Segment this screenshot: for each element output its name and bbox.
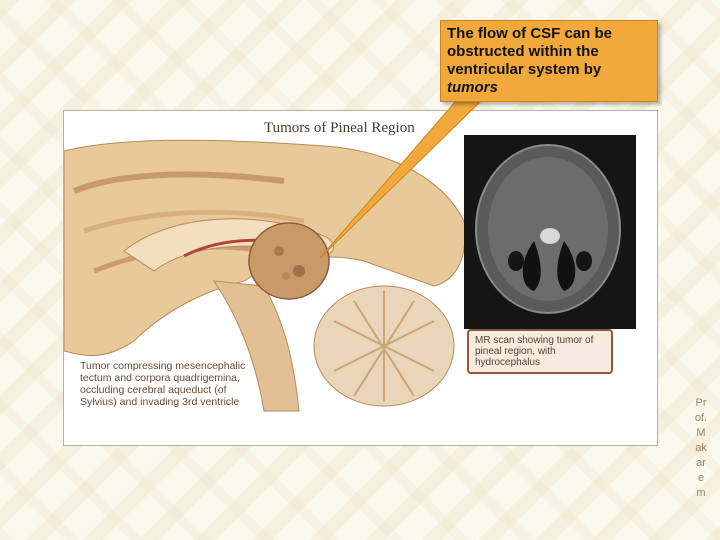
pineal-tumor-figure: Tumors of Pineal Region Tumor compressin… [63, 110, 658, 446]
author-vertical-text: Pr of. M ak ar e m [694, 397, 708, 499]
tumor-caption: Tumor compressing mesencephalic tectum a… [80, 360, 246, 408]
mr-scan-caption: MR scan showing tumor of pineal region, … [467, 329, 613, 374]
figure-title: Tumors of Pineal Region [264, 120, 415, 136]
brain-sagittal-illustration [64, 135, 636, 412]
callout-box: The flow of CSF can be obstructed within… [440, 20, 658, 102]
callout-emphasis: tumors [447, 79, 498, 96]
callout-text: The flow of CSF can be obstructed within… [447, 25, 613, 78]
